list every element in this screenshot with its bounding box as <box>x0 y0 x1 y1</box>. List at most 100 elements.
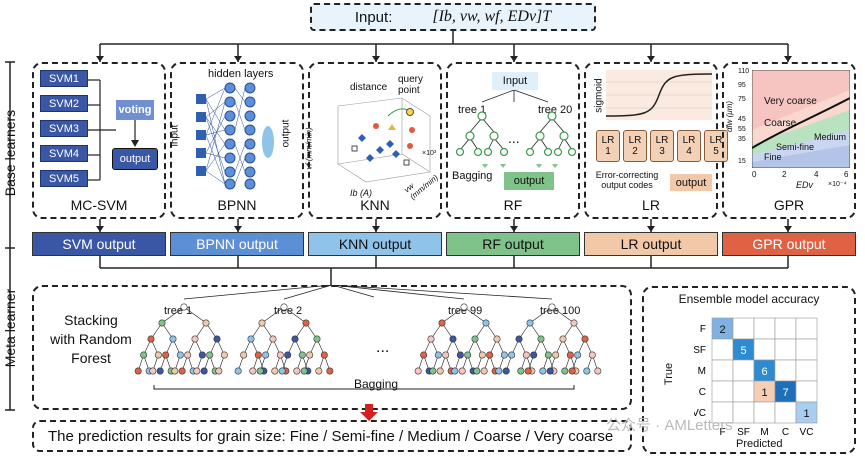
matrix-row-label: F <box>700 324 706 335</box>
meta-learner: Stacking with Random Forest tree 1 tree … <box>32 285 632 410</box>
tree-node <box>213 335 221 343</box>
tree-node <box>515 335 523 343</box>
tree-node <box>215 367 223 375</box>
matrix-cell <box>711 359 734 382</box>
svm-arrow <box>131 120 139 147</box>
svm-item: SVM3 <box>40 120 88 137</box>
tree-node <box>320 351 328 359</box>
tree-node <box>326 367 334 375</box>
lr-ecoc-label: Error-correcting output codes <box>595 170 659 191</box>
rf-output-box: RF output <box>446 232 580 256</box>
gpr-plot <box>752 70 850 168</box>
matrix-cell <box>795 401 818 424</box>
tree-node <box>420 351 428 359</box>
tree-node <box>449 335 457 343</box>
lr-box-prefix: LR <box>682 135 696 146</box>
matrix-value: 2 <box>719 324 725 336</box>
tree-node <box>436 367 444 375</box>
matrix-cell <box>711 338 734 361</box>
tree-node <box>460 303 468 311</box>
side-label-base: Base learners <box>2 109 18 197</box>
tree-node <box>300 367 308 375</box>
matrix-row-label: SF <box>694 345 706 356</box>
tree-node <box>313 335 321 343</box>
rf-bagging-label: Bagging <box>452 170 493 182</box>
tree-node <box>240 351 248 359</box>
knn-exp-label: ×10³ <box>422 150 437 157</box>
watermark: 公众号 · AMLetters <box>606 417 733 434</box>
tree-node <box>530 351 538 359</box>
tree-node <box>574 351 582 359</box>
tree-node <box>315 367 323 375</box>
tree-node <box>276 351 284 359</box>
tree-node <box>570 319 578 327</box>
matrix-cell <box>795 338 818 361</box>
gpr-region: Medium <box>814 132 847 142</box>
lr-box-num: 5 <box>713 146 719 157</box>
tree-node <box>176 351 184 359</box>
tree-node <box>298 351 306 359</box>
rf-tree20-label: tree 20 <box>538 104 573 116</box>
matrix-cell <box>774 317 797 340</box>
tree-node <box>438 319 446 327</box>
tree-node <box>493 335 501 343</box>
gpr-output-box: GPR output <box>722 232 856 256</box>
tree-node <box>524 367 532 375</box>
matrix-col-label: F <box>719 427 725 438</box>
tree-node <box>471 335 479 343</box>
tree-node <box>262 351 270 359</box>
matrix-cell <box>774 338 797 361</box>
gpr-xaxis-label: EDv <box>796 180 814 190</box>
tree-node <box>537 335 545 343</box>
learner-title: LR <box>642 197 660 213</box>
tree-node <box>526 319 534 327</box>
tree-node <box>254 351 262 359</box>
svm-connectors <box>88 79 116 181</box>
bpnn-output-box: BPNN output <box>170 232 304 256</box>
tree-node <box>191 335 199 343</box>
matrix-cell <box>753 317 776 340</box>
lr-box-prefix: LR <box>601 135 615 146</box>
rf-input: Input <box>492 72 538 90</box>
input-box: Input: [Ib, vw, wf, EDv]T <box>310 3 596 31</box>
meta-dots: ... <box>376 339 390 356</box>
learner-knn: distance query point vf (mm/min) Ib (A) … <box>305 62 442 219</box>
matrix-xlabel: Predicted <box>736 438 783 450</box>
gpr-ytick: 35 <box>738 136 746 143</box>
matrix-cell <box>795 380 818 403</box>
gpr-xtick: 6 <box>844 170 849 179</box>
learner-rf: Input tree 1 tree 20 ... Bagging output … <box>446 62 580 219</box>
tree-node <box>458 367 466 375</box>
tree-node <box>158 319 166 327</box>
gpr-ytick: 75 <box>738 96 746 103</box>
rf-dots: ... <box>508 130 520 146</box>
side-label-meta: Meta learner <box>2 288 18 368</box>
matrix-row-label: C <box>699 387 706 398</box>
tree-node <box>256 367 264 375</box>
tree-node <box>473 367 481 375</box>
learner-title: KNN <box>360 197 390 213</box>
matrix-cell <box>753 401 776 424</box>
rf-trees <box>455 90 577 168</box>
matrix-col-label: C <box>782 427 789 438</box>
tree-node <box>559 335 567 343</box>
tree-node <box>180 303 188 311</box>
matrix-value: 1 <box>803 408 809 420</box>
knn-xaxis-label: Ib (A) <box>350 188 373 198</box>
gpr-ytick: 45 <box>738 116 746 123</box>
svm-output-box: SVM output <box>32 232 166 256</box>
tree-node <box>429 367 437 375</box>
tree-node <box>568 367 576 375</box>
tree-node <box>302 319 310 327</box>
tree-node <box>502 367 510 375</box>
tree-node <box>427 335 435 343</box>
tree-node <box>280 303 288 311</box>
tree-node <box>517 367 525 375</box>
bpnn-network <box>196 82 274 190</box>
gpr-xtick: 4 <box>814 170 819 179</box>
tree-node <box>480 367 488 375</box>
matrix-cell <box>732 380 755 403</box>
